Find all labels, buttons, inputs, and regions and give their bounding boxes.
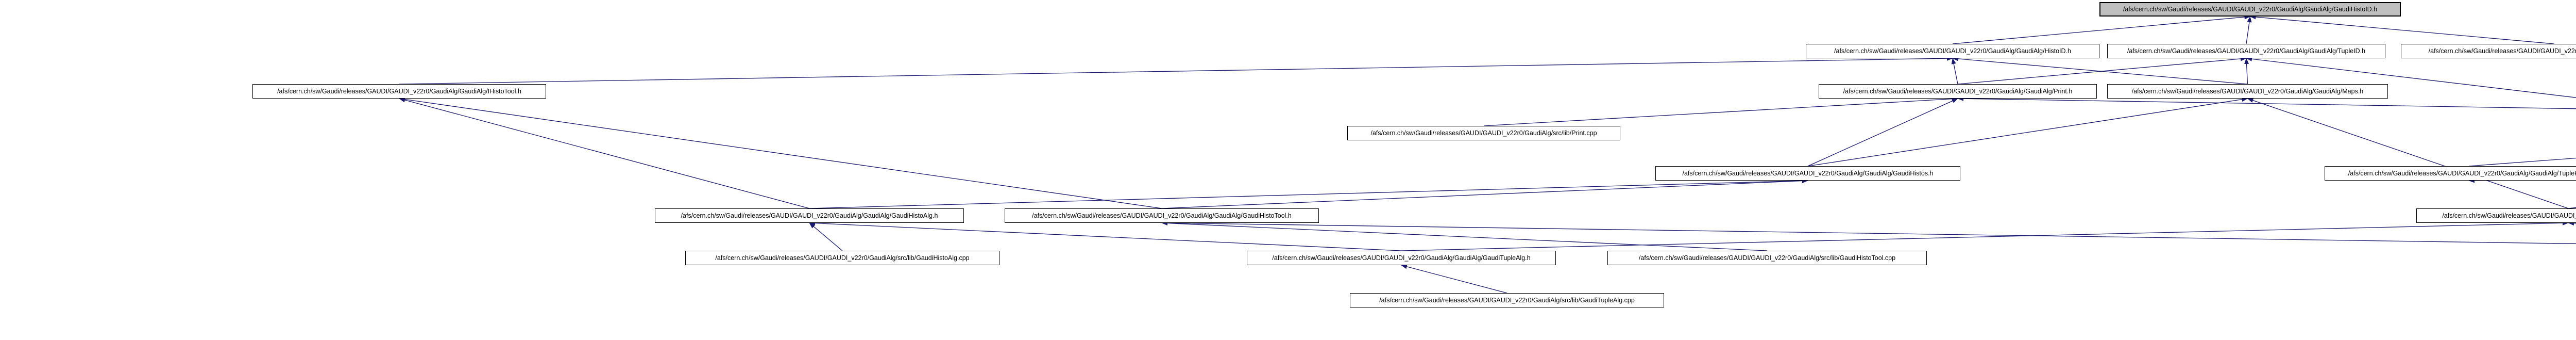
include-edge-GaudiTupleTool.h-to-GaudiTuples.h [2568, 221, 2576, 226]
graph-node-GaudiHistoTool.cpp[interactable]: /afs/cern.ch/sw/Gaudi/releases/GAUDI/GAU… [1607, 251, 1927, 265]
include-edge-Print.cpp-to-Print.h [1483, 96, 1958, 126]
include-edge-GaudiTupleTool.h-to-GaudiHistoTool.h [1161, 220, 2576, 245]
include-edge-GaudiHistoTool.cpp-to-GaudiHistoTool.h [1161, 220, 1768, 251]
include-edge-IHistoTool.h-to-HistoID.h [399, 56, 1953, 85]
graph-node-HistoID.h[interactable]: /afs/cern.ch/sw/Gaudi/releases/GAUDI/GAU… [1806, 44, 2099, 58]
graph-main-node-GaudiHistoID.h[interactable]: /afs/cern.ch/sw/Gaudi/releases/GAUDI/GAU… [2099, 2, 2401, 17]
include-edge-Print.h-to-HistoID.h [1951, 58, 1958, 85]
include-edge-GaudiTupleAlg.cpp-to-GaudiTupleAlg.h [1401, 264, 1507, 294]
graph-node-GaudiTupleAlg.cpp[interactable]: /afs/cern.ch/sw/Gaudi/releases/GAUDI/GAU… [1350, 293, 1664, 307]
graph-node-GaudiTuples.h[interactable]: /afs/cern.ch/sw/Gaudi/releases/GAUDI/GAU… [2416, 208, 2576, 223]
include-edge-GaudiHistoID.cpp-to-GaudiHistoID.h [2249, 14, 2554, 44]
graph-node-GaudiHistoAlg.h[interactable]: /afs/cern.ch/sw/Gaudi/releases/GAUDI/GAU… [655, 208, 964, 223]
include-edge-TupleID.h-to-GaudiHistoID.h [2246, 16, 2252, 44]
include-edge-TuplePut.h-to-TupleObj.h [2468, 157, 2576, 167]
graph-node-Maps.h[interactable]: /afs/cern.ch/sw/Gaudi/releases/GAUDI/GAU… [2107, 84, 2388, 99]
graph-node-GaudiHistoAlg.cpp[interactable]: /afs/cern.ch/sw/Gaudi/releases/GAUDI/GAU… [685, 251, 999, 265]
graph-node-GaudiHistoID.cpp[interactable]: /afs/cern.ch/sw/Gaudi/releases/GAUDI/GAU… [2401, 44, 2576, 58]
include-edge-GaudiHistoTool.h-to-GaudiHistos.h [1161, 178, 1808, 209]
include-edge-HistoID.h-to-GaudiHistoID.h [1952, 14, 2251, 44]
include-edge-GaudiHistoAlg.h-to-GaudiHistos.h [809, 178, 1808, 209]
include-edge-GaudiTuples.h-to-Maps.h [2247, 98, 2569, 209]
include-edge-GaudiCommon.icpp-to-Print.h [1957, 96, 2576, 109]
graph-node-TuplePut.h[interactable]: /afs/cern.ch/sw/Gaudi/releases/GAUDI/GAU… [2325, 166, 2576, 181]
graph-node-Print.cpp[interactable]: /afs/cern.ch/sw/Gaudi/releases/GAUDI/GAU… [1347, 126, 1620, 140]
graph-node-Print.h[interactable]: /afs/cern.ch/sw/Gaudi/releases/GAUDI/GAU… [1819, 84, 2097, 99]
include-edge-Maps.h-to-TupleID.h [2244, 58, 2249, 85]
include-edge-GaudiTupleAlg.h-to-GaudiHistoAlg.h [809, 220, 1402, 251]
graph-node-TupleID.h[interactable]: /afs/cern.ch/sw/Gaudi/releases/GAUDI/GAU… [2107, 44, 2385, 58]
include-edge-TupleObj.h-to-TupleID.h [2246, 56, 2576, 98]
include-edge-GaudiTuples.h-to-Tuple.h [2568, 207, 2576, 209]
include-edge-GaudiHistoAlg.h-to-IHistoTool.h [399, 98, 810, 209]
include-edge-GaudiHistos.h-to-Print.h [1807, 98, 1958, 167]
graph-node-IHistoTool.h[interactable]: /afs/cern.ch/sw/Gaudi/releases/GAUDI/GAU… [252, 84, 546, 99]
include-edge-GaudiHistos.h-to-Maps.h [1807, 97, 2248, 167]
graph-node-GaudiHistoTool.h[interactable]: /afs/cern.ch/sw/Gaudi/releases/GAUDI/GAU… [1005, 208, 1319, 223]
graph-node-GaudiTupleAlg.h[interactable]: /afs/cern.ch/sw/Gaudi/releases/GAUDI/GAU… [1247, 251, 1556, 265]
include-edge-GaudiHistoTool.h-to-IHistoTool.h [399, 97, 1162, 209]
include-edge-GaudiHistoAlg.cpp-to-GaudiHistoAlg.h [809, 222, 843, 251]
include-edge-GaudiTupleAlg.h-to-GaudiTuples.h [1401, 220, 2569, 251]
graph-node-GaudiHistos.h[interactable]: /afs/cern.ch/sw/Gaudi/releases/GAUDI/GAU… [1655, 166, 1960, 181]
include-edge-Print.h-to-TupleID.h [1957, 56, 2247, 85]
